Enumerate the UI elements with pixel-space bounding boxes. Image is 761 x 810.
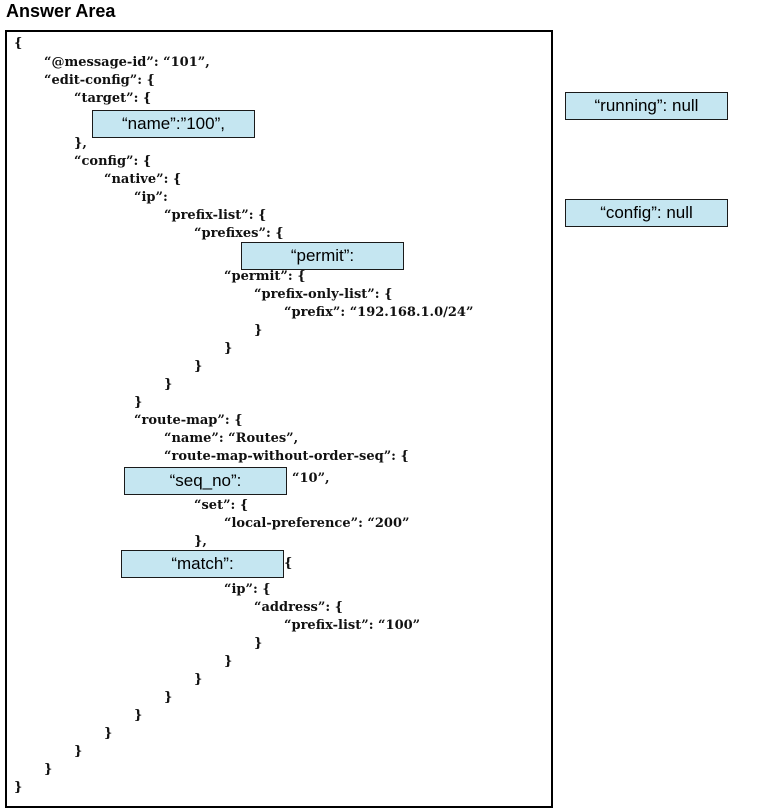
code-line: “10”,	[292, 471, 330, 486]
code-line: }	[74, 744, 83, 759]
option-running-null[interactable]: “running”: null	[565, 92, 728, 120]
code-line: }	[224, 341, 233, 356]
code-line: “name”: “Routes”,	[164, 431, 299, 446]
code-line: }	[254, 636, 263, 651]
code-line: }	[134, 395, 143, 410]
code-line: “target”: {	[74, 91, 152, 106]
code-line: }	[164, 690, 173, 705]
code-line: {	[14, 36, 23, 51]
code-line: “prefix”: “192.168.1.0/24”	[284, 305, 474, 320]
code-line: },	[74, 136, 87, 151]
code-line: “route-map-without-order-seq”: {	[164, 449, 409, 464]
code-line: “@message-id”: “101”,	[44, 55, 210, 70]
code-line: “config”: {	[74, 154, 152, 169]
code-line: “native”: {	[104, 172, 182, 187]
code-line: },	[194, 534, 207, 549]
code-line: “edit-config”: {	[44, 73, 155, 88]
drop-target-match[interactable]: “match”:	[121, 550, 284, 578]
code-line: “local-preference”: “200”	[224, 516, 410, 531]
code-line: }	[104, 726, 113, 741]
code-line: }	[14, 780, 23, 795]
code-line: “route-map”: {	[134, 413, 243, 428]
code-line: }	[164, 377, 173, 392]
drop-target-name[interactable]: “name”:”100”,	[92, 110, 255, 138]
code-line: }	[194, 359, 203, 374]
code-line: {	[284, 556, 293, 571]
code-line: }	[224, 654, 233, 669]
drop-target-seq-no[interactable]: “seq_no”:	[124, 467, 287, 495]
code-line: “prefix-only-list”: {	[254, 287, 393, 302]
code-line: “ip”: {	[224, 582, 271, 597]
code-line: “set”: {	[194, 498, 249, 513]
code-line: }	[44, 762, 53, 777]
drop-target-permit[interactable]: “permit”:	[241, 242, 404, 270]
code-line: }	[254, 323, 263, 338]
option-config-null[interactable]: “config”: null	[565, 199, 728, 227]
code-line: }	[194, 672, 203, 687]
code-line: “ip”:	[134, 190, 168, 205]
code-line: “prefix-list”: “100”	[284, 618, 421, 633]
code-panel	[5, 30, 553, 808]
code-line: }	[134, 708, 143, 723]
answer-area-heading: Answer Area	[6, 1, 116, 21]
code-line: “address”: {	[254, 600, 344, 615]
code-line: “permit”: {	[224, 269, 306, 284]
code-line: “prefixes”: {	[194, 226, 284, 241]
code-line: “prefix-list”: {	[164, 208, 267, 223]
